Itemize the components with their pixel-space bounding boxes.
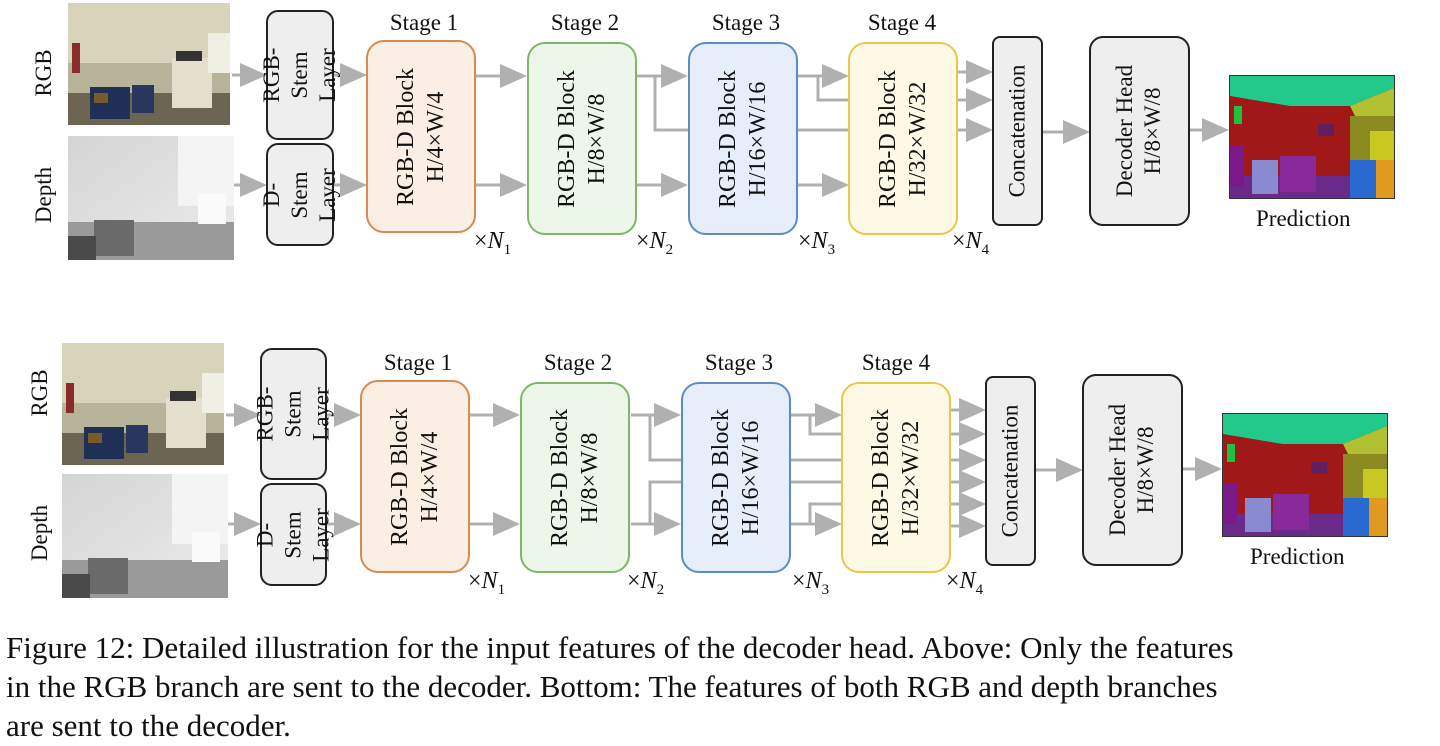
stage3-block-label: RGB-D Block [708,408,734,547]
depth-label: Depth [27,504,52,562]
decoder-size: H/8×W/8 [1140,87,1166,175]
rgb-stem-label: RGB-Stem Layer [259,47,340,103]
rgb-label: RGB [31,49,56,97]
stage3-title: Stage 3 [711,10,781,35]
d-stem-label: D-Stem Layer [259,167,340,222]
stage1-title: Stage 1 [389,10,459,35]
stage2-size: H/8×W/8 [584,93,610,184]
d-stem-layer: D-Stem Layer [259,143,340,246]
stage4-repeat: ×N4 [946,568,984,598]
depth-label: Depth [31,166,56,224]
depth-image [62,474,228,598]
stage2-size: H/8×W/8 [577,432,603,523]
stage3-repeat: ×N3 [792,568,830,598]
stage4-block-label: RGB-D Block [875,69,901,208]
figure-caption: Figure 12: Detailed illustration for the… [6,628,1438,745]
stage3-size: H/16×W/16 [745,81,771,196]
d-stem-label: D-Stem Layer [252,507,334,562]
decoder-size: H/8×W/8 [1133,426,1159,514]
stage3-repeat: ×N3 [798,228,836,258]
stage1-block-label: RGB-D Block [387,407,413,546]
stage2-title: Stage 2 [543,350,613,375]
stage2-title: Stage 2 [550,10,620,35]
decoder-head-label: Decoder Head [1112,64,1138,198]
stage4-title: Stage 4 [861,350,931,375]
stage4-block-label: RGB-D Block [868,408,894,547]
prediction-label: Prediction [1256,206,1351,231]
rgb-image [62,343,224,465]
prediction-image [1222,413,1388,537]
d-stem-layer: D-Stem Layer [253,483,334,586]
decoder-head-label: Decoder Head [1105,403,1131,537]
caption-line-1: Figure 12: Detailed illustration for the… [6,630,1234,665]
stage4-title: Stage 4 [867,10,937,35]
caption-line-3: are sent to the decoder. [6,708,291,743]
concatenation-label: Concatenation [1004,64,1030,198]
diagram-rgb-and-depth: RGB Depth [0,338,1440,600]
rgb-image [68,3,230,125]
stage1-size: H/4×W/4 [417,431,443,522]
stage3-block-label: RGB-D Block [715,69,741,208]
concatenation-box: Concatenation [985,376,1036,566]
stage2-repeat: ×N2 [636,228,674,258]
caption-line-2: in the RGB branch are sent to the decode… [6,669,1218,704]
stage2-repeat: ×N2 [627,568,665,598]
stage1-size: H/4×W/4 [423,91,449,182]
diagram-rgb-only: RGB Depth [0,0,1440,262]
concatenation-box: Concatenation [992,36,1043,226]
stage1-title: Stage 1 [383,350,453,375]
stage3-title: Stage 3 [704,350,774,375]
stage4-size: H/32×W/32 [905,81,931,196]
stage3-size: H/16×W/16 [738,420,764,535]
concatenation-label: Concatenation [997,404,1023,538]
stage4-size: H/32×W/32 [898,420,924,535]
prediction-label: Prediction [1250,544,1345,569]
rgb-stem-layer: RGB-Stem Layer [259,10,340,140]
stage1-block-label: RGB-D Block [393,67,419,206]
stage2-block-label: RGB-D Block [547,408,573,547]
stage1-repeat: ×N1 [474,228,512,258]
stage2-block-label: RGB-D Block [554,69,580,208]
stage1-repeat: ×N1 [468,568,506,598]
stage4-repeat: ×N4 [952,228,990,258]
prediction-image [1229,75,1395,199]
rgb-label: RGB [27,369,52,417]
rgb-stem-layer: RGB-Stem Layer [253,348,334,480]
rgb-stem-label: RGB-Stem Layer [252,386,334,442]
depth-image [68,136,234,260]
